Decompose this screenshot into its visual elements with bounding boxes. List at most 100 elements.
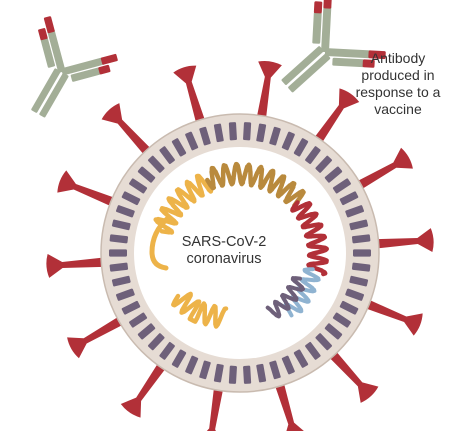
- rna-coil-red: [290, 200, 329, 277]
- membrane-protein: [111, 275, 131, 287]
- membrane-protein: [159, 146, 175, 165]
- membrane-protein: [159, 341, 175, 360]
- membrane-protein: [349, 275, 369, 287]
- antibody-upper-left: [31, 16, 118, 118]
- spike-protein: [308, 88, 360, 151]
- virus-label: SARS-CoV-2 coronavirus: [170, 234, 278, 268]
- membrane-protein: [147, 333, 165, 351]
- spike-protein: [206, 378, 225, 431]
- membrane-protein: [345, 205, 364, 218]
- antibody-upper-right: [281, 0, 386, 93]
- membrane-protein: [293, 138, 309, 157]
- rna-coil-brown: [205, 161, 306, 208]
- membrane-protein: [199, 126, 211, 146]
- spike-protein: [57, 170, 124, 210]
- antibody-arm: [324, 48, 372, 59]
- antibody-binding-tip: [98, 64, 111, 75]
- antibody-light-chain: [332, 57, 365, 68]
- membrane-protein: [339, 300, 359, 315]
- membrane-protein: [185, 355, 199, 375]
- rna-coil-lower: [171, 291, 229, 329]
- antibody-heavy-chain: [288, 53, 331, 93]
- membrane-protein: [199, 360, 211, 380]
- membrane-protein: [147, 155, 165, 173]
- antibody-light-chain: [312, 11, 322, 44]
- rna-coil-orange: [153, 173, 214, 235]
- antibody-binding-tip: [43, 16, 55, 34]
- membrane-protein: [213, 363, 224, 383]
- antibody-arm: [47, 29, 66, 73]
- spike-protein: [173, 65, 208, 132]
- membrane-protein: [351, 262, 371, 272]
- antibody-label-line-2: produced in: [361, 67, 435, 83]
- antibody-arm: [321, 5, 332, 53]
- antibody-heavy-chain: [39, 73, 69, 118]
- membrane-protein: [137, 166, 156, 183]
- antibody-binding-tip: [313, 1, 323, 14]
- membrane-protein: [324, 166, 343, 183]
- membrane-protein: [332, 312, 351, 328]
- antibody-light-chain: [40, 37, 56, 68]
- antibody-heavy-chain: [31, 68, 61, 113]
- antibody-label-line-4: vaccine: [374, 101, 422, 117]
- rna-coil-purple: [265, 276, 305, 319]
- virus-label-line-1: SARS-CoV-2: [181, 234, 267, 250]
- membrane-protein: [269, 360, 281, 380]
- antibody-label: Antibody produced in response to a vacci…: [336, 50, 460, 118]
- membrane-protein: [109, 262, 129, 272]
- membrane-protein: [324, 323, 343, 340]
- membrane-protein: [243, 365, 252, 384]
- membrane-protein: [116, 288, 135, 301]
- membrane-protein: [109, 249, 127, 257]
- membrane-protein: [305, 146, 321, 165]
- membrane-protein: [213, 123, 224, 143]
- antibody-binding-tip: [323, 0, 333, 9]
- antibody-binding-tip: [38, 28, 48, 41]
- antibody-label-line-1: Antibody: [370, 50, 426, 66]
- membrane-protein: [315, 155, 333, 173]
- membrane-protein: [171, 138, 187, 157]
- antibody-heavy-chain: [281, 46, 324, 85]
- membrane-protein: [256, 363, 267, 383]
- membrane-protein: [171, 349, 187, 368]
- spike-protein: [255, 60, 282, 128]
- spike-protein: [120, 355, 172, 418]
- rna-strand: [149, 161, 329, 329]
- spike-protein: [67, 311, 132, 359]
- antibody-light-chain: [70, 67, 101, 82]
- membrane-protein: [315, 333, 333, 351]
- membrane-protein: [228, 122, 237, 141]
- membrane-protein: [332, 178, 351, 194]
- virus-label-line-2: coronavirus: [186, 251, 262, 267]
- membrane-proteins: [109, 122, 371, 384]
- membrane-protein: [116, 205, 135, 218]
- membrane-protein: [353, 249, 371, 257]
- membrane-protein: [121, 191, 141, 206]
- membrane-protein: [256, 123, 267, 143]
- spike-protein: [367, 228, 434, 253]
- membrane-protein: [129, 178, 148, 194]
- antibody-arm: [61, 57, 105, 76]
- spike-protein: [101, 103, 158, 162]
- antibody-label-line-3: response to a: [355, 84, 441, 100]
- spike-protein: [46, 253, 113, 278]
- membrane-protein: [269, 126, 281, 146]
- spike-protein: [322, 344, 379, 403]
- membrane-protein: [109, 234, 129, 244]
- antibody-binding-tip: [362, 59, 375, 68]
- membrane-protein: [137, 323, 156, 340]
- rna-tail: [149, 215, 171, 271]
- antibody-binding-tip: [100, 53, 118, 65]
- membrane-protein: [121, 300, 141, 315]
- membrane-protein: [281, 355, 295, 375]
- membrane-protein: [351, 234, 371, 244]
- membrane-protein: [339, 191, 359, 206]
- spike-proteins: [46, 60, 434, 431]
- antibody-binding-tip: [368, 50, 386, 60]
- membrane-protein: [345, 288, 364, 301]
- membrane-protein: [349, 219, 369, 231]
- membrane-protein: [129, 312, 148, 328]
- membrane-protein: [293, 349, 309, 368]
- spike-protein: [348, 147, 413, 195]
